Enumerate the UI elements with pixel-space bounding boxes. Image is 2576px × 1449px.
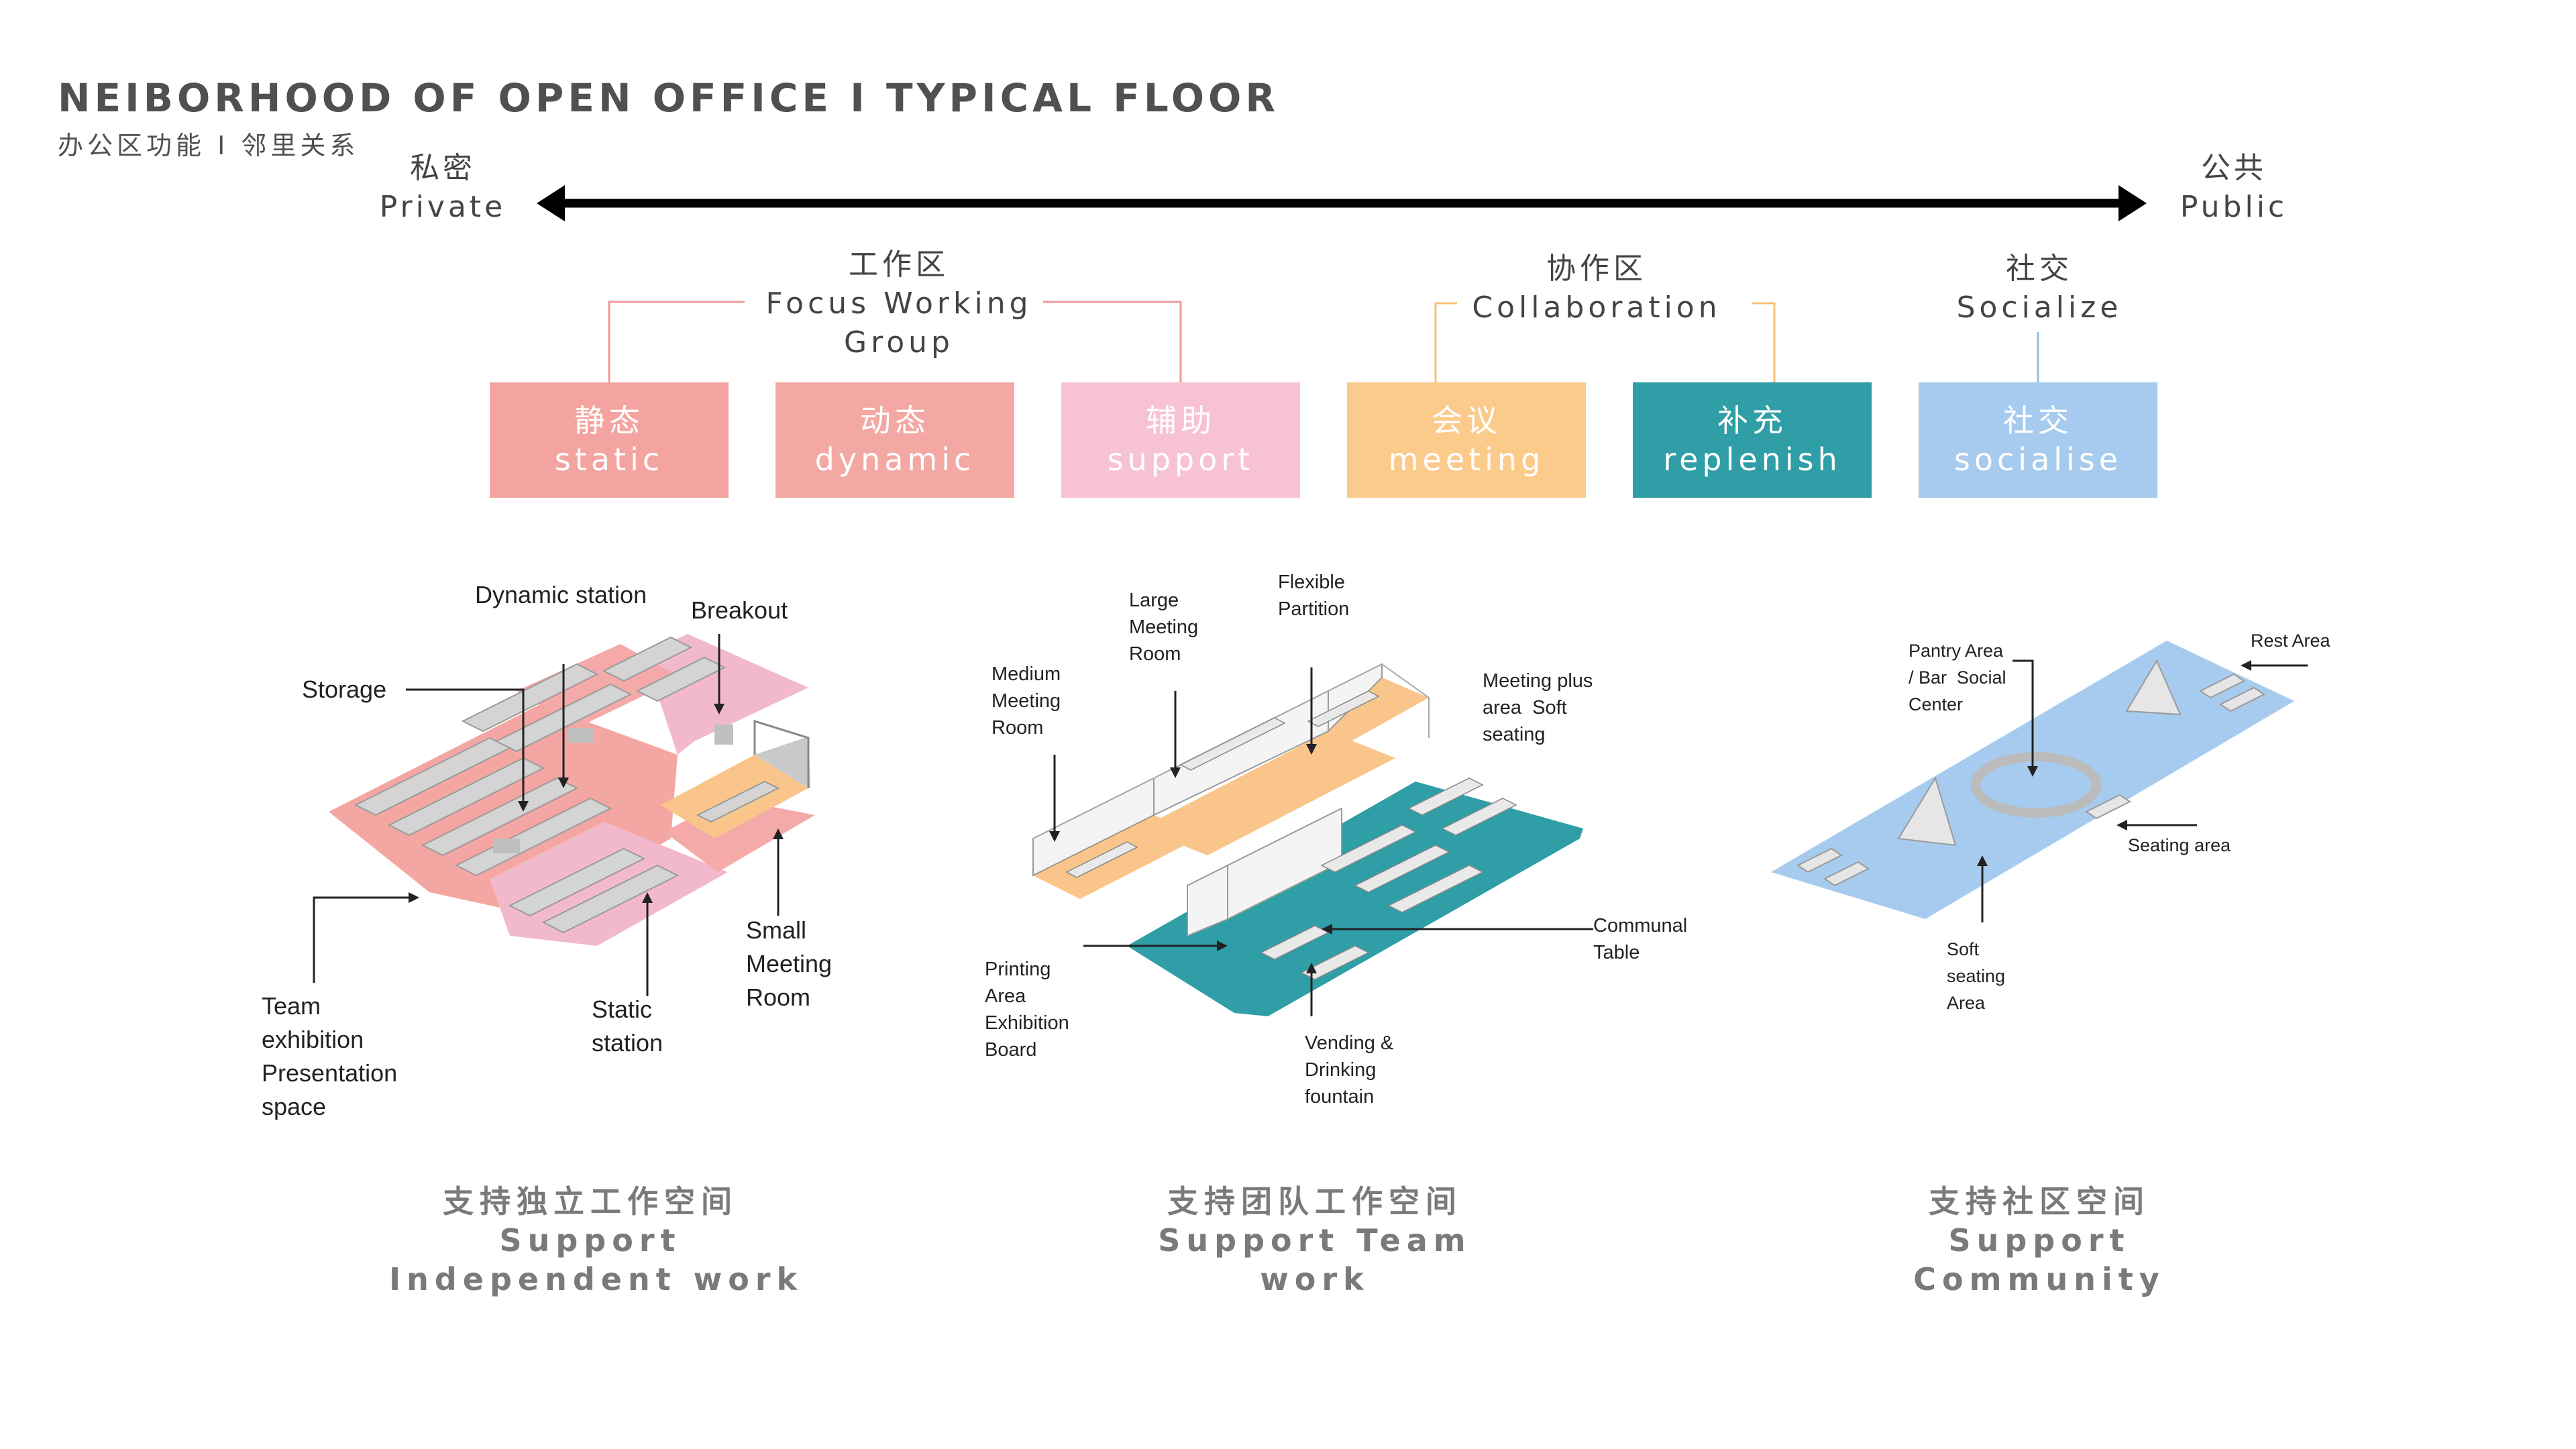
category-socialise-cn: 社交 [2003, 402, 2073, 439]
category-meeting-en: meeting [1388, 441, 1545, 478]
label-dynamic-station: Dynamic station [475, 581, 647, 608]
group-focus-en2: Group [844, 325, 954, 360]
axis-right-label: 公共 Public [2140, 149, 2328, 227]
caption-community: 支持社区空间 Support Community [1838, 1182, 2241, 1299]
label-pantry-area: Pantry Area / Bar Social Center [1909, 641, 2006, 714]
independent-work-floor-plan [329, 634, 815, 946]
category-static: 静态 static [490, 382, 729, 498]
category-socialise-en: socialise [1953, 441, 2123, 478]
group-focus-working: 工作区 Focus Working Group [738, 246, 1060, 362]
group-focus-cn: 工作区 [849, 248, 949, 282]
label-flexible-partition: Flexible Partition [1278, 572, 1350, 620]
category-support-en: support [1107, 441, 1254, 478]
bracket-focus-working [608, 301, 1182, 382]
category-replenish: 补充 replenish [1633, 382, 1872, 498]
group-collaboration: 协作区 Collaboration [1449, 250, 1744, 327]
category-meeting: 会议 meeting [1347, 382, 1586, 498]
community-floor-plan [1771, 641, 2294, 919]
axis-right-cn: 公共 [2201, 151, 2267, 185]
caption-team-work: 支持团队工作空间 Support Team work [1114, 1182, 1516, 1299]
category-meeting-cn: 会议 [1432, 402, 1501, 439]
page-subtitle: 办公区功能 I 邻里关系 [58, 131, 360, 160]
axis-right-en: Public [2180, 190, 2288, 224]
caption-independent-en2: Independent work [389, 1261, 804, 1297]
label-vending-drinking: Vending & Drinking fountain [1305, 1032, 1394, 1108]
team-work-floor-plan [1032, 663, 1583, 1016]
group-collab-cn: 协作区 [1546, 252, 1647, 286]
caption-team-en2: work [1260, 1261, 1370, 1297]
label-seating-area: Seating area [2128, 835, 2231, 855]
page-title: NEIBORHOOD OF OPEN OFFICE I TYPICAL FLOO… [58, 75, 1280, 121]
category-dynamic-cn: 动态 [860, 402, 930, 439]
label-small-meeting-room: Small Meeting Room [746, 916, 833, 1011]
group-social-cn: 社交 [2006, 252, 2073, 286]
label-communal-table: Communal Table [1593, 915, 1688, 963]
caption-independent-cn: 支持独立工作空间 [443, 1183, 738, 1220]
group-socialize: 社交 Socialize [1925, 250, 2153, 327]
caption-community-en2: Community [1913, 1261, 2165, 1297]
category-replenish-cn: 补充 [1717, 402, 1787, 439]
axis-left-label: 私密 Private [349, 149, 537, 227]
axis-left-en: Private [379, 190, 506, 224]
category-support: 辅助 support [1061, 382, 1300, 498]
axis-left-cn: 私密 [410, 151, 476, 185]
caption-independent-en1: Support [499, 1222, 682, 1258]
label-storage: Storage [302, 676, 387, 703]
category-support-cn: 辅助 [1146, 402, 1216, 439]
category-static-en: static [554, 441, 664, 478]
category-static-cn: 静态 [574, 402, 644, 439]
annotation-arrowheads [409, 660, 2251, 973]
group-focus-en1: Focus Working [765, 286, 1032, 321]
label-breakout: Breakout [691, 596, 788, 624]
category-replenish-en: replenish [1663, 441, 1841, 478]
caption-independent-work: 支持独立工作空间 Support Independent work [389, 1182, 804, 1299]
label-static-station: Static station [592, 996, 663, 1057]
category-dynamic-en: dynamic [814, 441, 975, 478]
label-printing-area: Printing Area Exhibition Board [985, 959, 1069, 1061]
label-rest-area: Rest Area [2251, 631, 2330, 651]
label-soft-seating-area: Soft seating Area [1947, 939, 2006, 1013]
group-collab-en1: Collaboration [1472, 290, 1721, 325]
label-large-meeting-room: Large Meeting Room [1129, 590, 1199, 665]
caption-team-cn: 支持团队工作空间 [1167, 1183, 1462, 1220]
category-socialise: 社交 socialise [1919, 382, 2157, 498]
label-meeting-plus-area: Meeting plus area Soft seating [1483, 670, 1593, 745]
group-social-en1: Socialize [1956, 290, 2123, 325]
bracket-collaboration [1434, 302, 1776, 382]
category-dynamic: 动态 dynamic [775, 382, 1014, 498]
label-team-exhibition: Team exhibition Presentation space [262, 992, 398, 1120]
caption-team-en1: Support Team [1158, 1222, 1472, 1258]
private-public-axis-arrow [537, 185, 2147, 221]
caption-community-cn: 支持社区空间 [1929, 1183, 2150, 1220]
caption-community-en1: Support [1948, 1222, 2131, 1258]
annotation-arrows [313, 634, 2308, 1016]
label-medium-meeting-room: Medium Meeting Room [991, 663, 1061, 739]
